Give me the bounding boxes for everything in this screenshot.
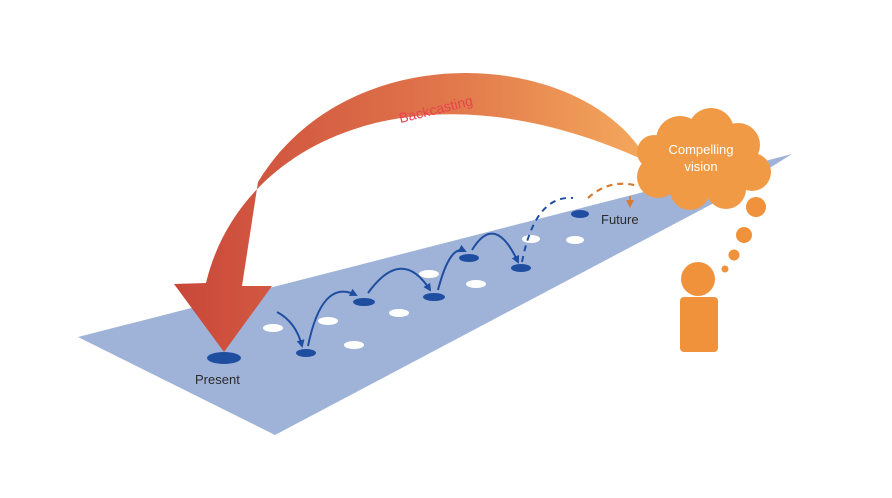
person-head xyxy=(681,262,715,296)
thought-bubble xyxy=(736,227,752,243)
step-marker xyxy=(511,264,531,272)
backcasting-arrow xyxy=(174,73,648,352)
alternative-steps xyxy=(263,235,584,349)
step-marker xyxy=(296,349,316,357)
thought-bubble xyxy=(728,249,740,261)
step-arc xyxy=(437,244,467,291)
thought-bubble xyxy=(746,197,766,217)
present-label: Present xyxy=(195,372,240,387)
vision-label-line1: Compelling xyxy=(668,142,733,157)
future-path xyxy=(521,196,574,263)
step-arcs xyxy=(276,196,574,348)
compelling-vision-cloud xyxy=(637,108,771,210)
future-marker xyxy=(571,210,589,218)
step-arc xyxy=(367,267,432,294)
present-marker xyxy=(207,352,241,364)
alt-step xyxy=(263,324,283,332)
thought-bubble xyxy=(721,265,729,273)
alt-step xyxy=(522,235,540,243)
thought-bubbles xyxy=(721,197,766,273)
future-label: Future xyxy=(601,212,639,227)
step-arc xyxy=(276,311,305,348)
step-arc xyxy=(307,288,358,347)
step-markers xyxy=(207,210,589,364)
alt-step xyxy=(566,236,584,244)
alt-step xyxy=(389,309,409,317)
vision-path xyxy=(587,182,639,199)
step-marker xyxy=(353,298,375,306)
vision-label-line2: vision xyxy=(684,159,717,174)
alt-step xyxy=(419,270,439,278)
alt-step xyxy=(318,317,338,325)
step-marker xyxy=(459,254,479,262)
alt-step xyxy=(466,280,486,288)
person-body xyxy=(680,297,718,352)
alt-step xyxy=(344,341,364,349)
step-arc xyxy=(471,232,520,264)
thinking-person-icon xyxy=(680,262,718,352)
step-marker xyxy=(423,293,445,301)
